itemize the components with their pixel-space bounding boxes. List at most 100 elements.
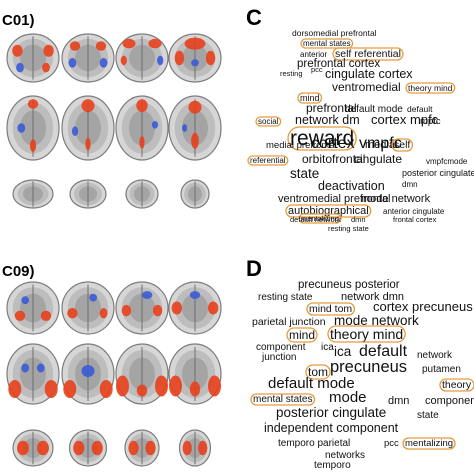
cloud-word: default mode xyxy=(268,375,355,392)
activation-blob xyxy=(16,62,24,73)
cloud-word: cingulate xyxy=(354,152,402,166)
cloud-word: orbitofrontal xyxy=(302,152,365,166)
activation-blob xyxy=(208,375,221,397)
cloud-word: dmn xyxy=(351,215,366,224)
cloud-word: mode network xyxy=(334,313,419,328)
brain-slice xyxy=(115,343,169,405)
activation-blob xyxy=(69,41,81,51)
activation-blob xyxy=(17,440,29,456)
cloud-word: ica xyxy=(321,342,334,353)
brain-slice xyxy=(124,429,160,467)
highlight-outline xyxy=(305,364,331,380)
cloud-word: independent component xyxy=(264,421,399,435)
cloud-word: cortex mpfc xyxy=(371,112,439,127)
cloud-word: putamen xyxy=(422,364,461,375)
brain-slice xyxy=(6,281,60,335)
activation-blob xyxy=(8,380,22,398)
cloud-word: pcc xyxy=(311,65,323,74)
cloud-word: theory mind xyxy=(408,83,453,93)
highlight-outline xyxy=(327,325,406,343)
cloud-word: pcc xyxy=(384,438,399,449)
brain-slice xyxy=(6,95,60,161)
activation-blob xyxy=(36,363,45,373)
activation-blob xyxy=(67,308,78,319)
activation-blob xyxy=(99,308,108,319)
activation-blob xyxy=(171,301,182,315)
brain-slice xyxy=(68,429,108,467)
brain-slice xyxy=(12,179,54,209)
activation-blob xyxy=(182,124,188,132)
cloud-word: dmn xyxy=(402,180,418,189)
brain-slices-c09 xyxy=(6,281,222,467)
cloud-word: reward xyxy=(290,127,354,150)
cloud-word: ventromedial xyxy=(332,80,401,94)
activation-blob xyxy=(189,381,201,397)
activation-blob xyxy=(17,123,26,133)
brain-slice xyxy=(6,343,60,405)
activation-blob xyxy=(116,375,129,397)
brain-slice xyxy=(12,429,54,467)
brain-slice xyxy=(115,95,169,161)
cloud-word: temporo xyxy=(314,460,351,471)
brain-slice xyxy=(180,179,210,209)
brain-slices-c01 xyxy=(6,33,222,209)
activation-blob xyxy=(44,380,58,398)
cloud-word: parietal junction xyxy=(252,316,326,328)
cloud-word: medial xyxy=(365,139,397,151)
activation-blob xyxy=(155,375,168,397)
activation-blob xyxy=(21,363,30,373)
activation-blob xyxy=(21,296,30,305)
activation-blob xyxy=(191,59,199,67)
highlight-outline xyxy=(250,393,316,406)
cloud-word: resting xyxy=(280,69,303,78)
brain-slice xyxy=(61,95,115,161)
highlight-outline xyxy=(300,38,354,49)
brain-slice xyxy=(69,179,107,209)
cloud-word: frontal cortex xyxy=(393,215,437,224)
cloud-word: mode network xyxy=(361,193,431,205)
cloud-word: self xyxy=(394,139,410,151)
cloud-word: default network xyxy=(290,215,341,224)
cloud-word: networks xyxy=(325,450,365,461)
activation-blob xyxy=(63,380,77,398)
highlight-outline xyxy=(287,126,357,151)
activation-blob xyxy=(174,50,185,66)
brain-slice xyxy=(125,179,159,209)
cloud-word: resting state xyxy=(258,292,313,303)
activation-blob xyxy=(71,126,79,136)
cloud-word: mentalizing xyxy=(301,214,339,223)
activation-blob xyxy=(95,41,107,51)
activation-blob xyxy=(43,44,54,57)
cloud-word: deactivation xyxy=(318,179,385,193)
brain-slice xyxy=(61,281,115,335)
cloud-word: state xyxy=(417,410,439,421)
activation-blob xyxy=(42,62,50,73)
activation-blob xyxy=(128,440,139,456)
activation-blob xyxy=(198,440,208,456)
activation-blob xyxy=(40,310,52,321)
cloud-word: network dm xyxy=(295,113,360,127)
highlight-outline xyxy=(298,213,342,224)
cloud-word: default mode xyxy=(345,104,403,115)
cloud-word: resting state xyxy=(328,224,369,233)
cloud-word: mind xyxy=(289,328,315,342)
cloud-word: mode xyxy=(329,389,367,406)
brain-slice xyxy=(61,343,115,405)
activation-blob xyxy=(151,120,159,129)
activation-blob xyxy=(81,365,95,377)
activation-blob xyxy=(136,99,148,112)
brain-slice xyxy=(115,281,169,335)
highlight-outline xyxy=(285,204,372,218)
activation-blob xyxy=(182,440,192,456)
cloud-word: cortex vmpfc xyxy=(311,135,402,152)
activation-blob xyxy=(139,136,145,149)
brain-slice xyxy=(115,33,169,83)
activation-blob xyxy=(120,55,127,66)
brain-slice xyxy=(6,33,60,83)
panel-label-c: C xyxy=(246,5,262,30)
brain-slice xyxy=(168,33,222,83)
cloud-word: mentalizing xyxy=(405,438,453,449)
panel-label-c09: C09) xyxy=(2,263,35,280)
cloud-word: cortex precuneus xyxy=(373,299,473,314)
